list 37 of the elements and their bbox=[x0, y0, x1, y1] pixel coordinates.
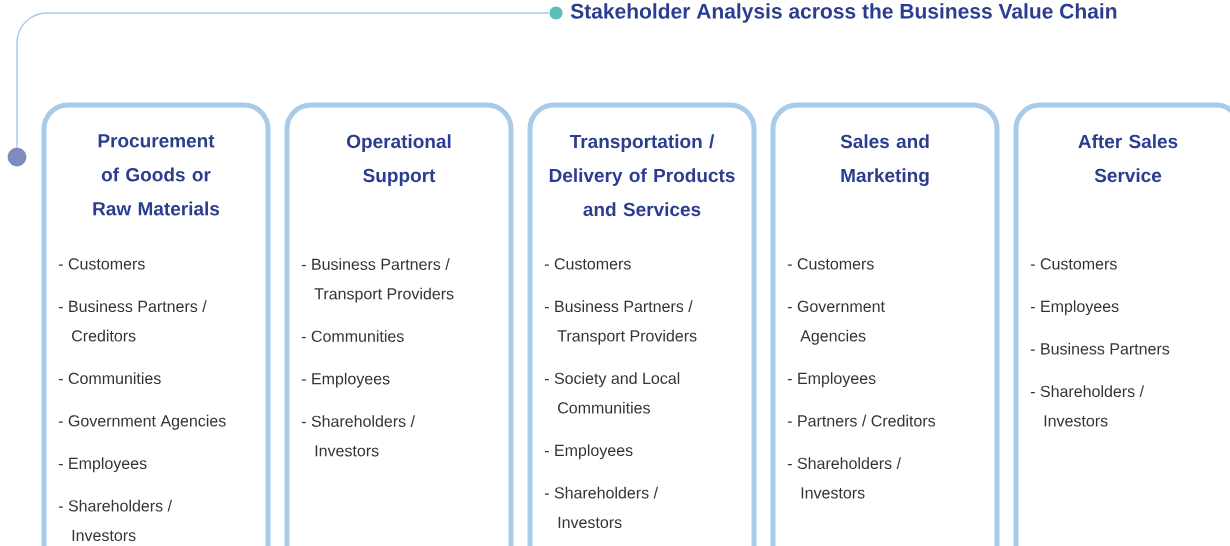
list-item: - Employees bbox=[1030, 300, 1119, 316]
column-heading: Sales and Marketing bbox=[840, 134, 929, 186]
column-box bbox=[527, 102, 757, 546]
list-item: - Business Partners bbox=[1030, 342, 1170, 355]
title: Stakeholder Analysis across the Business Value Chain bbox=[570, 3, 1117, 23]
ball-marker bbox=[7, 147, 27, 167]
column-box bbox=[770, 102, 1000, 546]
list-item: - Customers bbox=[544, 258, 631, 270]
list-item: - Employees bbox=[787, 372, 876, 388]
column-box bbox=[1013, 102, 1230, 546]
list-item: - Customers bbox=[1030, 258, 1117, 270]
column-heading: Procurement of Goods or Raw Materials bbox=[93, 134, 220, 216]
list-item: - Employees bbox=[544, 444, 633, 460]
column-heading: After Sales Service bbox=[1078, 134, 1178, 183]
column-box bbox=[41, 102, 271, 546]
list-item: - Government Agencies bbox=[58, 414, 226, 430]
list-item: - Society and Local Communities bbox=[544, 372, 680, 414]
column-box bbox=[284, 102, 514, 546]
connector-line bbox=[16, 12, 551, 149]
list-item: - Shareholders / Investors bbox=[787, 457, 901, 499]
list-item: - Partners / Creditors bbox=[787, 414, 936, 427]
list-item: - Employees bbox=[58, 457, 147, 473]
list-item: - Business Partners / Transport Providers bbox=[301, 258, 454, 303]
list-item: - Shareholders / Investors bbox=[301, 415, 415, 457]
list-item: - Customers bbox=[787, 258, 874, 270]
list-item: - Shareholders / Investors bbox=[1030, 385, 1144, 427]
list-item: - Government Agencies bbox=[787, 300, 885, 345]
list-item: - Customers bbox=[58, 258, 145, 270]
list-item: - Business Partners / Creditors bbox=[58, 300, 207, 342]
list-item: - Business Partners / Transport Providers bbox=[544, 300, 697, 345]
list-item: - Shareholders / Investors bbox=[58, 499, 172, 542]
column-heading: Operational Support bbox=[347, 134, 451, 186]
list-item: - Shareholders / Investors bbox=[544, 486, 658, 529]
list-item: - Communities bbox=[58, 372, 161, 385]
list-item: - Communities bbox=[301, 330, 404, 342]
list-item: - Employees bbox=[301, 372, 390, 388]
column-heading: Transportation / Delivery of Products and Services bbox=[549, 134, 735, 217]
